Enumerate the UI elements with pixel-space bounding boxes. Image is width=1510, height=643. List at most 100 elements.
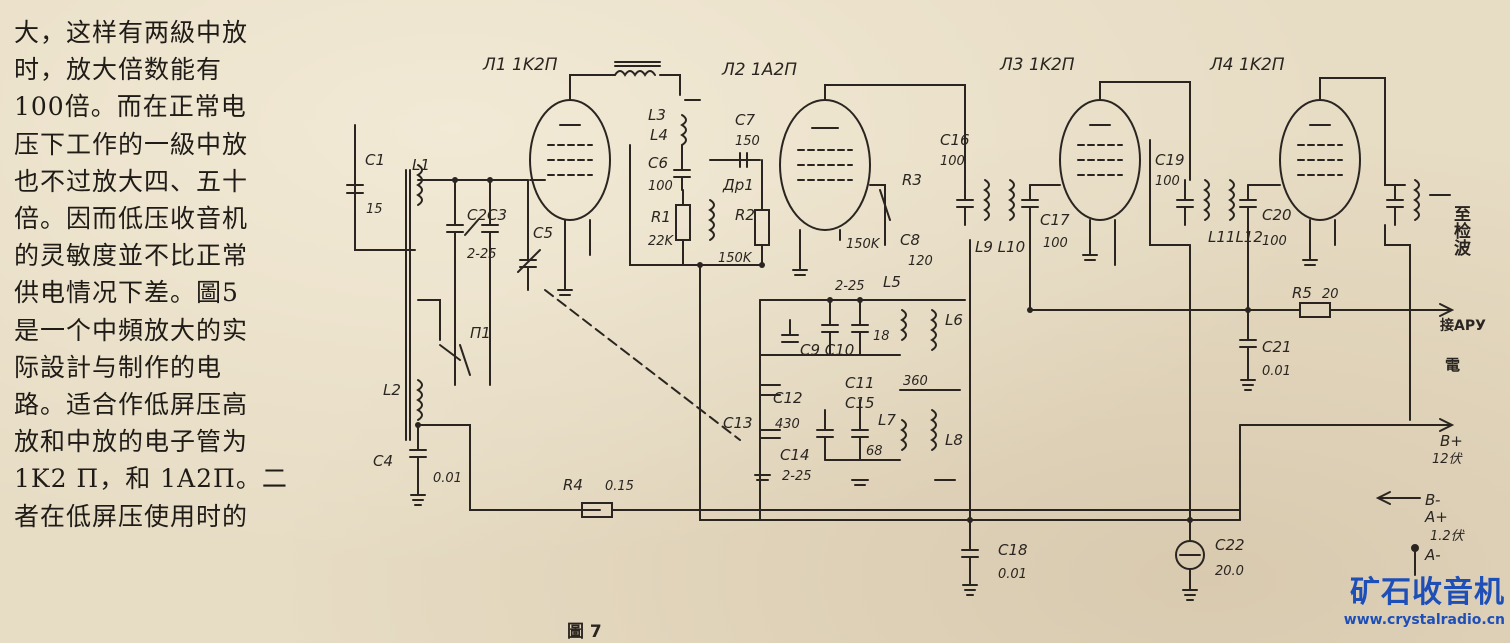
label-l11l12: L11L12 xyxy=(1208,228,1263,246)
label-r2: R2 xyxy=(735,206,755,224)
tube-label-l4: Л4 1K2П xyxy=(1209,55,1285,75)
terminal-bminus-label: B- xyxy=(1425,491,1440,509)
label-c22-val: 20.0 xyxy=(1215,564,1244,579)
label-r1-val: 22K xyxy=(648,234,675,249)
watermark: 矿石收音机 www.crystalradio.cn xyxy=(1300,575,1505,639)
label-c22: C22 xyxy=(1215,536,1245,554)
terminal-aplus-volt: 1.2伏 xyxy=(1430,529,1466,544)
label-c6: C6 xyxy=(648,154,668,172)
text-line: 路。适合作低屏压高 xyxy=(14,390,249,420)
text-line: 也不过放大四、五十 xyxy=(14,166,249,196)
label-c14: C14 xyxy=(780,446,810,464)
watermark-logo: 矿石收音机 xyxy=(1350,575,1505,610)
label-c2c3-val: 2-25 xyxy=(467,247,497,262)
label-c15-val: 68 xyxy=(866,444,883,459)
circuit-schematic: Л1 1K2П Л2 1A2П Л3 1K2П Л4 1K2П C1 15 L1… xyxy=(346,55,1486,642)
l10-coil xyxy=(1008,179,1015,221)
label-c11: C11 xyxy=(845,374,875,392)
label-l5: L5 xyxy=(883,273,901,291)
label-l8: L8 xyxy=(945,431,963,449)
label-c1-val: 15 xyxy=(366,202,383,217)
l6-coil xyxy=(930,309,937,351)
terminal-bplus-label: B+ xyxy=(1440,432,1463,450)
terminal-aplus-label: A+ xyxy=(1424,508,1448,526)
label-r2-val: 150K xyxy=(718,251,753,266)
label-c21-val: 0.01 xyxy=(1262,364,1291,379)
detector-coil xyxy=(1413,179,1420,221)
label-c2c3: C2C3 xyxy=(467,206,507,224)
label-c8-val: 120 xyxy=(908,254,933,269)
text-line: 时，放大倍数能有 xyxy=(14,55,223,85)
label-l6: L6 xyxy=(945,311,963,329)
label-l7: L7 xyxy=(878,411,896,429)
l12-coil xyxy=(1228,179,1235,221)
text-line: 的灵敏度並不比正常 xyxy=(14,241,249,271)
label-c16: C16 xyxy=(940,131,970,149)
label-c9c10: C9 C10 xyxy=(800,341,854,359)
label-c12-val: 430 xyxy=(775,417,800,432)
figure-caption: 圖 7 xyxy=(567,622,602,642)
label-l9l10: L9 L10 xyxy=(975,238,1025,256)
label-c12: C12 xyxy=(773,389,803,407)
l2-coil xyxy=(416,379,423,421)
l1-coil xyxy=(416,164,423,206)
label-c17-val: 100 xyxy=(1043,236,1068,251)
terminal-detector-label: 至检波 xyxy=(1450,205,1471,257)
text-line: 是一个中頻放大的实 xyxy=(14,315,249,345)
body-text-column: 大，这样有两級中放 时，放大倍数能有 100倍。而在正常电 压下工作的一級中放 … xyxy=(14,14,304,535)
label-c14-val: 2-25 xyxy=(782,469,812,484)
label-c4: C4 xyxy=(373,452,393,470)
label-r3: R3 xyxy=(902,171,922,189)
label-c19: C19 xyxy=(1155,151,1185,169)
text-line: 压下工作的一級中放 xyxy=(14,129,249,159)
l8-coil xyxy=(930,409,937,451)
text-line: 倍。因而低压收音机 xyxy=(14,204,249,234)
l7-coil xyxy=(900,419,907,451)
text-line: 供电情况下差。圖5 xyxy=(14,278,239,308)
terminal-aminus-label: A- xyxy=(1424,546,1441,564)
label-c6-val: 100 xyxy=(648,179,673,194)
l5-coil xyxy=(900,309,907,341)
text-line: 际設計与制作的电 xyxy=(14,352,223,382)
watermark-url: www.crystalradio.cn xyxy=(1343,612,1505,628)
label-c21: C21 xyxy=(1262,338,1292,356)
label-c8: C8 xyxy=(900,231,920,249)
label-c20-val: 100 xyxy=(1262,234,1287,249)
label-r3-val: 150K xyxy=(846,237,881,252)
text-line: 1K2 П，和 1A2П。二 xyxy=(14,464,288,494)
label-c10-val: 18 xyxy=(873,329,890,344)
l11-coil xyxy=(1203,179,1210,221)
l4-coil xyxy=(680,114,687,146)
label-c20: C20 xyxy=(1262,206,1292,224)
label-r4: R4 xyxy=(563,476,583,494)
terminal-bplus-volt: 12伏 xyxy=(1432,452,1464,467)
label-c17: C17 xyxy=(1040,211,1070,229)
label-c16-val: 100 xyxy=(940,154,965,169)
label-l1: L1 xyxy=(412,156,430,174)
label-r5: R5 xyxy=(1292,284,1312,302)
label-c-225: 2-25 xyxy=(835,279,865,294)
label-c19-val: 100 xyxy=(1155,174,1180,189)
terminal-agc-unit: 電 xyxy=(1445,356,1460,374)
label-c7-val: 150 xyxy=(735,134,760,149)
dr1-coil xyxy=(708,199,715,241)
label-dr1: Др1 xyxy=(722,176,754,194)
text-line: 100倍。而在正常电 xyxy=(14,92,247,122)
label-c4-val: 0.01 xyxy=(433,471,462,486)
terminal-agc-label: 接APУ xyxy=(1440,317,1486,334)
label-c18-val: 0.01 xyxy=(998,567,1027,582)
label-p1: П1 xyxy=(470,324,491,342)
label-r4-val: 0.15 xyxy=(605,479,634,494)
label-c7: C7 xyxy=(735,111,755,129)
label-c1: C1 xyxy=(365,151,385,169)
label-c5: C5 xyxy=(533,224,553,242)
tube-label-l3: Л3 1K2П xyxy=(999,55,1075,75)
label-c18: C18 xyxy=(998,541,1028,559)
label-r5-val: 20 xyxy=(1322,287,1339,302)
label-c13: C13 xyxy=(723,414,753,432)
tube-label-l2: Л2 1A2П xyxy=(721,60,797,80)
label-r1: R1 xyxy=(651,208,671,226)
text-line: 放和中放的电子管为 xyxy=(14,427,249,457)
input-wire xyxy=(354,124,416,251)
text-line: 者在低屏压使用时的 xyxy=(14,501,249,531)
